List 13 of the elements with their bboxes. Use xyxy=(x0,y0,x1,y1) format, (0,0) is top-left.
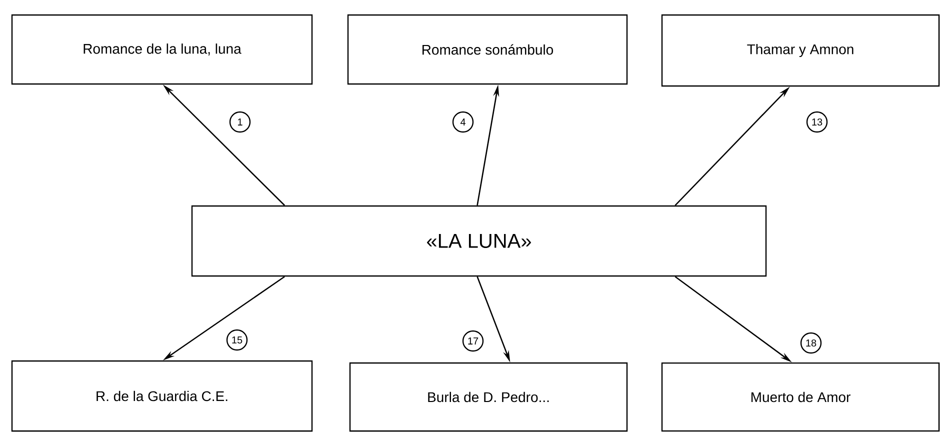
callout-number: 13 xyxy=(806,111,828,133)
text-box: R. de la Guardia C.E. xyxy=(11,360,313,432)
callout-number: 1 xyxy=(229,111,251,133)
text-box: Thamar y Amnon xyxy=(661,14,940,87)
text-box: Romance de la luna, luna xyxy=(11,14,313,85)
text-box: «LA LUNA» xyxy=(191,205,767,277)
text-box: Romance sonámbulo xyxy=(347,14,628,85)
callout-number: 18 xyxy=(800,332,822,354)
text-box: Muerto de Amor xyxy=(661,362,940,432)
callout-number: 17 xyxy=(462,330,484,352)
callout-number: 4 xyxy=(452,111,474,133)
text-box: Burla de D. Pedro... xyxy=(349,362,628,432)
callout-number: 15 xyxy=(226,329,248,351)
